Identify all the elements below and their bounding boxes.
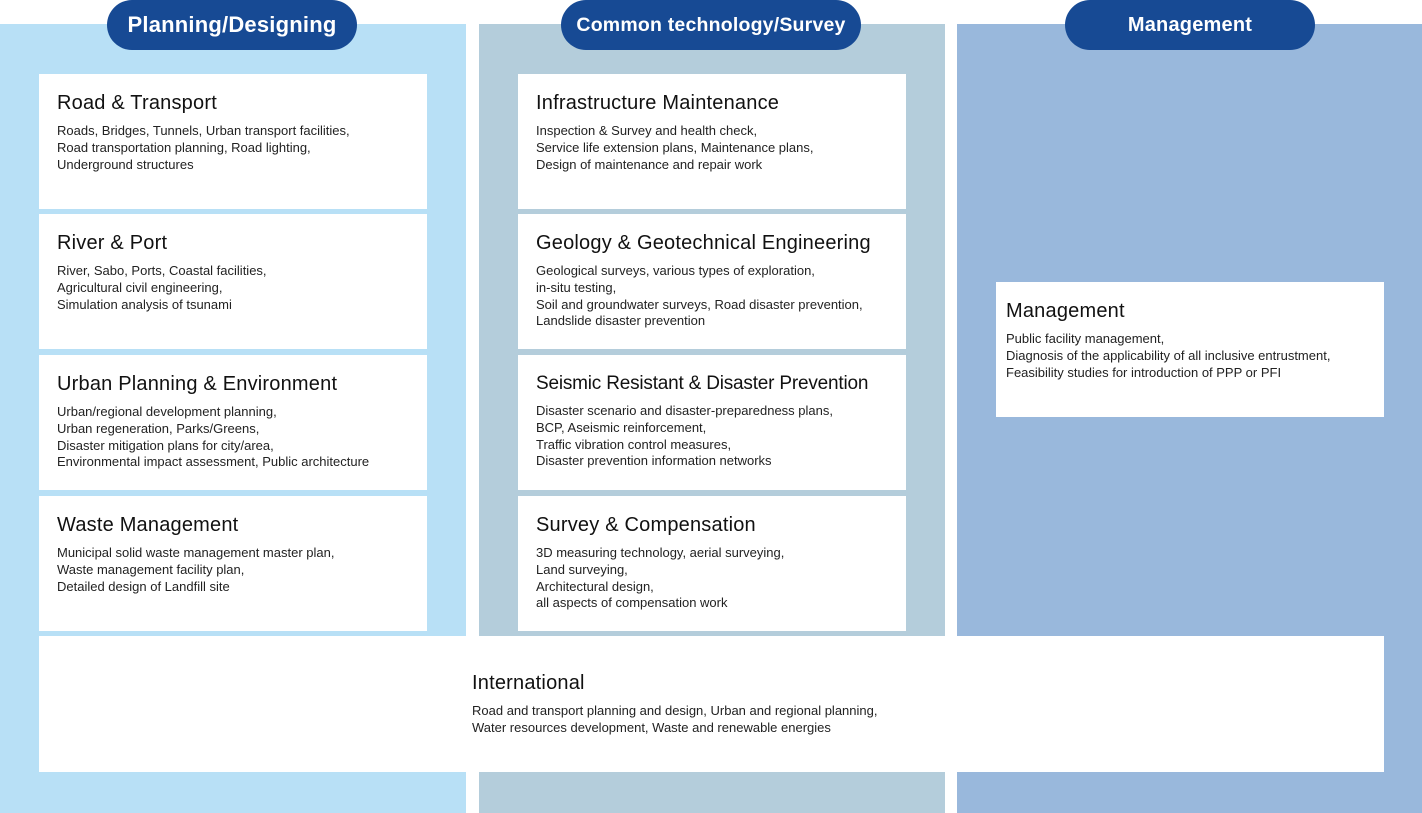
card-title: Seismic Resistant & Disaster Prevention [536,373,869,394]
card-description: Municipal solid waste management master … [57,545,409,595]
infrastructure-maintenance-card: Infrastructure Maintenance Inspection & … [518,74,906,209]
description-line: Road and transport planning and design, … [472,703,878,718]
international-card: International Road and transport plannin… [39,636,1384,772]
description-line: Simulation analysis of tsunami [57,296,232,312]
description-line: in-situ testing, [536,279,617,295]
card-title: Geology & Geotechnical Engineering [536,232,871,254]
description-line: Service life extension plans, Maintenanc… [536,139,814,155]
card-description: Inspection & Survey and health check,Ser… [536,123,888,173]
description-line: River, Sabo, Ports, Coastal facilities, [57,263,267,278]
description-line: Disaster scenario and disaster-preparedn… [536,403,833,418]
card-title: International [472,672,585,694]
card-description: Urban/regional development planning,Urba… [57,404,409,471]
description-line: Diagnosis of the applicability of all in… [1006,347,1331,363]
description-line: Landslide disaster prevention [536,313,706,329]
planning-header: Planning/Designing [107,0,357,50]
description-line: Soil and groundwater surveys, Road disas… [536,296,863,312]
description-line: Underground structures [57,156,194,172]
seismic-disaster-prevention-card: Seismic Resistant & Disaster Prevention … [518,355,906,490]
common-technology-header: Common technology/Survey [561,0,861,50]
management-card: Management Public facility management,Di… [996,282,1384,417]
description-line: Detailed design of Landfill site [57,578,230,594]
card-description: Disaster scenario and disaster-preparedn… [536,403,888,470]
river-port-card: River & Port River, Sabo, Ports, Coastal… [39,214,427,349]
card-description: 3D measuring technology, aerial surveyin… [536,545,888,612]
card-title: Infrastructure Maintenance [536,92,780,114]
description-line: all aspects of compensation work [536,595,728,611]
geology-geotechnical-card: Geology & Geotechnical Engineering Geolo… [518,214,906,349]
card-description: Roads, Bridges, Tunnels, Urban transport… [57,123,409,173]
card-title: Urban Planning & Environment [57,373,338,395]
card-description: Road and transport planning and design, … [472,703,1366,737]
description-line: Roads, Bridges, Tunnels, Urban transport… [57,123,350,138]
road-transport-card: Road & Transport Roads, Bridges, Tunnels… [39,74,427,209]
description-line: Feasibility studies for introduction of … [1006,364,1282,380]
description-line: Municipal solid waste management master … [57,545,335,560]
description-line: Disaster prevention information networks [536,453,772,469]
urban-planning-card: Urban Planning & Environment Urban/regio… [39,355,427,490]
description-line: Environmental impact assessment, Public … [57,454,370,470]
description-line: Road transportation planning, Road light… [57,139,311,155]
waste-management-card: Waste Management Municipal solid waste m… [39,496,427,631]
description-line: Land surveying, [536,561,628,577]
description-line: 3D measuring technology, aerial surveyin… [536,545,785,560]
description-line: Architectural design, [536,578,654,594]
description-line: Urban/regional development planning, [57,404,277,419]
card-title: Waste Management [57,514,239,536]
description-line: Disaster mitigation plans for city/area, [57,437,274,453]
card-description: River, Sabo, Ports, Coastal facilities,A… [57,263,409,313]
description-line: Water resources development, Waste and r… [472,719,831,735]
description-line: Public facility management, [1006,331,1165,346]
description-line: Traffic vibration control measures, [536,436,732,452]
management-header: Management [1065,0,1315,50]
description-line: Geological surveys, various types of exp… [536,263,815,278]
survey-compensation-card: Survey & Compensation 3D measuring techn… [518,496,906,631]
description-line: Agricultural civil engineering, [57,279,223,295]
card-title: River & Port [57,232,168,254]
description-line: Urban regeneration, Parks/Greens, [57,420,260,436]
card-description: Geological surveys, various types of exp… [536,263,888,330]
description-line: Inspection & Survey and health check, [536,123,758,138]
description-line: Design of maintenance and repair work [536,156,763,172]
card-title: Management [1006,300,1125,322]
description-line: Waste management facility plan, [57,561,245,577]
card-description: Public facility management,Diagnosis of … [1006,331,1366,381]
description-line: BCP, Aseismic reinforcement, [536,419,707,435]
card-title: Survey & Compensation [536,514,756,536]
card-title: Road & Transport [57,92,217,114]
